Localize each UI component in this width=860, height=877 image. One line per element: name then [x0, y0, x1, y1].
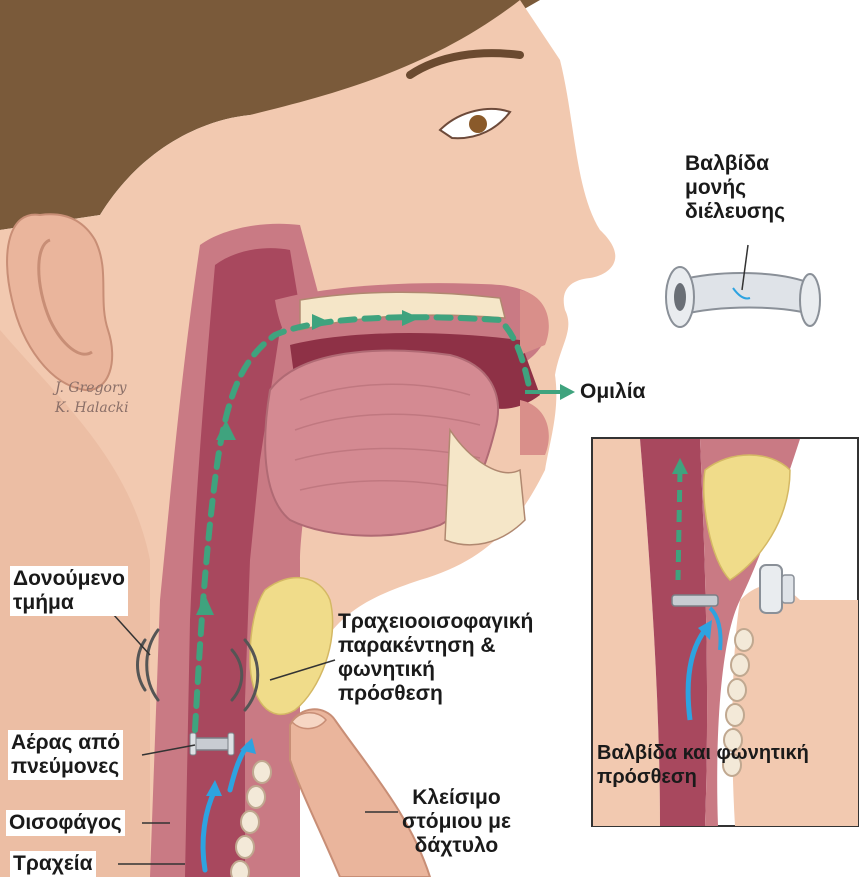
- iris: [469, 115, 487, 133]
- closing-line-2: στόμιου με: [402, 810, 511, 834]
- trachea-label: Τραχεία: [10, 851, 96, 877]
- neck-fat: [250, 578, 333, 715]
- closing-line-3: δάχτυλο: [402, 834, 511, 858]
- esophagus-label: Οισοφάγος: [6, 810, 125, 836]
- vibrating-line-2: τμήμα: [13, 591, 125, 615]
- inset-caption-line-1: Βαλβίδα και φωνητική: [597, 741, 809, 765]
- finger-closure-label: Κλείσιμο στόμιου με δάχτυλο: [402, 786, 511, 858]
- puncture-line-3: φωνητική: [338, 658, 533, 682]
- puncture-line-1: Τραχειοοισοφαγική: [338, 610, 533, 634]
- puncture-line-2: παρακέντηση &: [338, 634, 533, 658]
- puncture-prosthesis-label: Τραχειοοισοφαγική παρακέντηση & φωνητική…: [338, 610, 533, 706]
- valve-title-line-2: μονής: [685, 176, 785, 200]
- inset-caption: Βαλβίδα και φωνητική πρόσθεση: [597, 741, 809, 789]
- valve-title-line-1: Βαλβίδα: [685, 152, 785, 176]
- vibrating-segment-label: Δονούμενο τμήμα: [10, 566, 128, 616]
- valve-title-line-3: διέλευσης: [685, 200, 785, 224]
- speech-label: Ομιλία: [580, 380, 645, 404]
- valve-title-label: Βαλβίδα μονής διέλευσης: [685, 152, 785, 224]
- lung-air-label: Αέρας από πνεύμονες: [8, 730, 123, 780]
- puncture-line-4: πρόσθεση: [338, 682, 533, 706]
- inset-caption-line-2: πρόσθεση: [597, 765, 809, 789]
- air-line-1: Αέρας από: [11, 731, 120, 755]
- one-way-valve-drawing: [666, 245, 820, 327]
- signature-line-2: K. Halacki: [55, 398, 129, 418]
- closing-line-1: Κλείσιμο: [402, 786, 511, 810]
- air-line-2: πνεύμονες: [11, 755, 120, 779]
- signature-line-1: J. Gregory: [55, 378, 129, 398]
- artist-signature: J. Gregory K. Halacki: [55, 378, 129, 418]
- vibrating-line-1: Δονούμενο: [13, 567, 125, 591]
